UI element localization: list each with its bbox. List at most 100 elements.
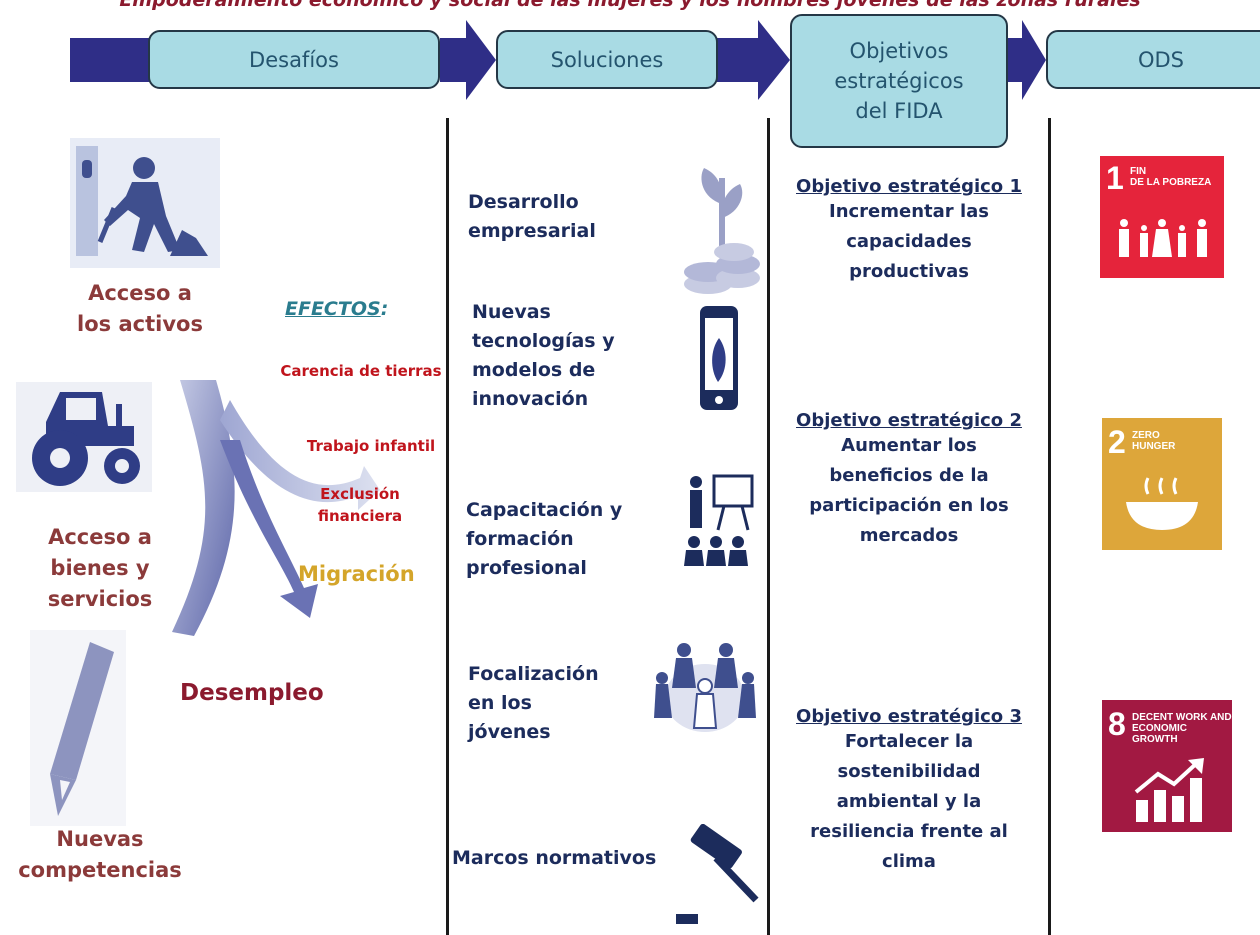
effects-heading: EFECTOS: bbox=[285, 298, 388, 320]
solution-line: Capacitación y bbox=[466, 499, 623, 521]
objective-title: Objetivo estratégico 2 bbox=[796, 410, 1022, 431]
sdg-label: DECENT WORK AND ECONOMIC GROWTH bbox=[1132, 712, 1232, 745]
sdg-label-line: ZERO bbox=[1132, 430, 1160, 441]
solution-line: en los bbox=[468, 692, 532, 714]
challenge-line: bienes y bbox=[50, 556, 150, 580]
objective-title: Objetivo estratégico 3 bbox=[796, 706, 1022, 727]
objective-3: Objetivo estratégico 3 Fortalecer la sos… bbox=[771, 706, 1047, 877]
objective-title: Objetivo estratégico 1 bbox=[796, 176, 1022, 197]
challenge-line: servicios bbox=[47, 587, 153, 611]
objective-line: Aumentar los bbox=[841, 435, 977, 456]
objective-line: ambiental y la bbox=[836, 791, 982, 812]
solution-line: formación bbox=[466, 528, 574, 550]
growth-chart-icon bbox=[1134, 758, 1204, 822]
sdg-number: 1 bbox=[1106, 160, 1124, 196]
youth-circle-icon bbox=[654, 643, 756, 732]
solution-line: profesional bbox=[466, 557, 587, 579]
sdg-label-line: DE LA POBREZA bbox=[1130, 177, 1212, 188]
gavel-icon bbox=[676, 824, 759, 924]
sdg-label-line: DECENT WORK AND bbox=[1132, 712, 1232, 723]
challenge-line: los activos bbox=[77, 312, 203, 336]
sdg-label-line: ECONOMIC GROWTH bbox=[1132, 723, 1187, 745]
sdg-label: FIN DE LA POBREZA bbox=[1130, 166, 1211, 188]
sdg-number: 2 bbox=[1108, 424, 1126, 460]
solution-line: Desarrollo bbox=[468, 191, 579, 213]
effect-exclusion-financiera: Exclusión financiera bbox=[300, 483, 420, 527]
objective-text: Incrementar las capacidades productivas bbox=[771, 197, 1047, 287]
header-ods-label: ODS bbox=[1137, 47, 1185, 72]
solution-focalizacion-jovenes: Focalización en los jóvenes bbox=[468, 660, 648, 747]
challenge-nuevas-competencias: Nuevas competencias bbox=[10, 824, 190, 886]
pencil-icon bbox=[30, 630, 126, 826]
challenge-line: Nuevas bbox=[56, 827, 144, 851]
objective-line: productivas bbox=[849, 261, 969, 282]
sdg-8-tile: 8 DECENT WORK AND ECONOMIC GROWTH bbox=[1102, 700, 1232, 832]
solution-marcos-normativos: Marcos normativos bbox=[452, 844, 672, 873]
objective-text: Aumentar los beneficios de la participac… bbox=[771, 431, 1047, 551]
objective-line: resiliencia frente al bbox=[810, 821, 1008, 842]
objective-line: Incrementar las bbox=[829, 201, 989, 222]
solution-line: Marcos normativos bbox=[452, 847, 657, 869]
header-soluciones-label: Soluciones bbox=[550, 47, 664, 72]
objective-line: clima bbox=[882, 851, 936, 872]
solution-desarrollo-empresarial: Desarrollo empresarial bbox=[468, 188, 668, 246]
header-objetivos-line1: Objetivos bbox=[849, 39, 949, 63]
bowl-icon bbox=[1126, 477, 1198, 530]
solution-line: jóvenes bbox=[468, 721, 551, 743]
solution-line: tecnologías y bbox=[472, 330, 615, 352]
solution-line: modelos de bbox=[472, 359, 596, 381]
page-title: Empoderamiento económico y social de las… bbox=[119, 0, 1141, 11]
objective-line: participación en los bbox=[809, 495, 1009, 516]
objective-line: beneficios de la bbox=[829, 465, 989, 486]
effect-migracion: Migración bbox=[298, 562, 415, 586]
header-objetivos-line3: del FIDA bbox=[855, 99, 943, 123]
effect-trabajo-infantil: Trabajo infantil bbox=[306, 437, 436, 455]
solution-line: innovación bbox=[472, 388, 589, 410]
objective-line: Fortalecer la bbox=[844, 731, 974, 752]
objective-line: capacidades bbox=[846, 231, 972, 252]
challenge-line: Acceso a bbox=[88, 281, 192, 305]
column-divider-2 bbox=[767, 118, 770, 935]
objective-line: mercados bbox=[859, 525, 959, 546]
effect-line: Exclusión bbox=[320, 485, 400, 503]
effect-carencia-tierras: Carencia de tierras bbox=[280, 362, 442, 380]
family-icon bbox=[1119, 219, 1207, 257]
effect-line: financiera bbox=[317, 507, 403, 525]
effects-heading-label: EFECTOS bbox=[285, 298, 381, 320]
sdg-label-line: HUNGER bbox=[1132, 441, 1176, 452]
smartphone-leaf-icon bbox=[700, 306, 738, 410]
solution-line: Nuevas bbox=[472, 301, 551, 323]
challenge-line: Acceso a bbox=[48, 525, 152, 549]
worker-digging-icon bbox=[70, 138, 220, 268]
challenge-acceso-activos: Acceso a los activos bbox=[60, 278, 220, 340]
challenge-acceso-bienes: Acceso a bienes y servicios bbox=[20, 522, 180, 615]
solution-line: empresarial bbox=[468, 220, 596, 242]
sdg-label-line: FIN bbox=[1130, 166, 1147, 177]
header-desafios-label: Desafíos bbox=[249, 47, 339, 72]
effects-heading-colon: : bbox=[380, 298, 389, 320]
solution-capacitacion: Capacitación y formación profesional bbox=[466, 496, 666, 583]
column-divider-3 bbox=[1048, 118, 1051, 935]
header-soluciones: Soluciones bbox=[496, 30, 718, 89]
header-ods: ODS bbox=[1046, 30, 1260, 89]
header-objetivos-line2: estratégicos bbox=[834, 69, 964, 93]
header-desafios: Desafíos bbox=[148, 30, 440, 89]
effect-desempleo: Desempleo bbox=[180, 680, 324, 706]
plant-coins-icon bbox=[684, 168, 760, 294]
effects-arrows bbox=[172, 380, 380, 636]
sdg-label: ZERO HUNGER bbox=[1132, 430, 1175, 452]
objective-1: Objetivo estratégico 1 Incrementar las c… bbox=[771, 176, 1047, 287]
header-objetivos: Objetivos estratégicos del FIDA bbox=[790, 14, 1008, 148]
sdg-number: 8 bbox=[1108, 706, 1126, 742]
solution-nuevas-tecnologias: Nuevas tecnologías y modelos de innovaci… bbox=[472, 298, 672, 414]
tractor-icon bbox=[16, 382, 152, 492]
training-presentation-icon bbox=[684, 474, 754, 566]
objective-line: sostenibilidad bbox=[837, 761, 981, 782]
solution-line: Focalización bbox=[468, 663, 599, 685]
objective-text: Fortalecer la sostenibilidad ambiental y… bbox=[771, 727, 1047, 877]
sdg-1-tile: 1 FIN DE LA POBREZA bbox=[1100, 156, 1224, 278]
objective-2: Objetivo estratégico 2 Aumentar los bene… bbox=[771, 410, 1047, 551]
column-divider-1 bbox=[446, 118, 449, 935]
sdg-2-tile: 2 ZERO HUNGER bbox=[1102, 418, 1222, 550]
challenge-line: competencias bbox=[18, 858, 182, 882]
